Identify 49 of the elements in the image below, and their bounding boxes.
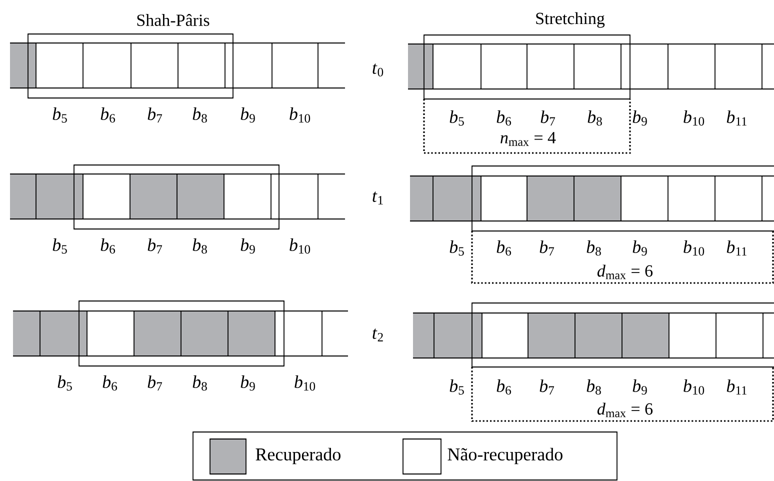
block-label: b$_{9}$ (632, 240, 647, 256)
block-label: b$_{8}$ (192, 238, 207, 254)
block-label: b$_{6}$ (102, 375, 118, 391)
window-size-label: n$_{max}$ = 4 (500, 132, 556, 146)
block-label: b$_{8}$ (586, 240, 601, 256)
panel-title: Stretching (536, 12, 605, 28)
block-label: b$_{7}$ (540, 379, 554, 395)
block-label: b$_{9}$ (240, 375, 255, 391)
block-label: b$_{10}$ (684, 379, 704, 395)
window-size-label: d$_{max}$ = 6 (597, 402, 653, 418)
block-label: b$_{5}$ (58, 375, 72, 391)
block-label: b$_{7}$ (148, 107, 162, 123)
block-label: b$_{10}$ (290, 238, 310, 254)
legend-label: Não-recuperado (448, 448, 562, 464)
block-label: b$_{7}$ (540, 110, 556, 126)
time-label: t$_{2}$ (372, 328, 383, 342)
block-label: b$_{8}$ (588, 110, 602, 126)
panel-title: Shah-Pâris (137, 14, 210, 26)
block-label: b$_{8}$ (586, 379, 601, 395)
block-label: b$_{9}$ (632, 379, 647, 395)
block-label: b$_{7}$ (148, 375, 162, 391)
time-label: t$_{1}$ (372, 192, 383, 204)
block-label: b$_{9}$ (240, 107, 255, 123)
block-label: b$_{9}$ (632, 110, 647, 126)
block-label: b$_{10}$ (684, 110, 704, 126)
block-label: b$_{9}$ (240, 238, 255, 254)
time-label: t$_{0}$ (372, 64, 384, 76)
block-label: b$_{11}$ (726, 240, 747, 256)
legend-label: Recuperado (256, 448, 340, 464)
block-label: b$_{5}$ (52, 107, 67, 123)
block-label: b$_{6}$ (496, 240, 512, 256)
block-label: b$_{6}$ (100, 107, 116, 123)
block-label: b$_{10}$ (684, 240, 704, 256)
block-label: b$_{5}$ (450, 110, 464, 126)
block-label: b$_{8}$ (192, 107, 207, 123)
window-size-label: d$_{max}$ = 6 (597, 264, 653, 280)
block-label: b$_{7}$ (148, 238, 162, 254)
block-label: b$_{10}$ (290, 107, 310, 123)
block-label: b$_{8}$ (192, 375, 207, 391)
block-label: b$_{5}$ (450, 240, 464, 256)
block-label: b$_{6}$ (496, 379, 512, 395)
block-label: b$_{5}$ (450, 379, 464, 395)
block-label: b$_{6}$ (496, 110, 512, 126)
block-label: b$_{11}$ (726, 110, 747, 126)
block-label: b$_{7}$ (540, 240, 554, 256)
block-label: b$_{10}$ (294, 375, 316, 391)
block-label: b$_{6}$ (100, 238, 116, 254)
block-label: b$_{11}$ (726, 379, 747, 395)
block-label: b$_{5}$ (52, 238, 67, 254)
